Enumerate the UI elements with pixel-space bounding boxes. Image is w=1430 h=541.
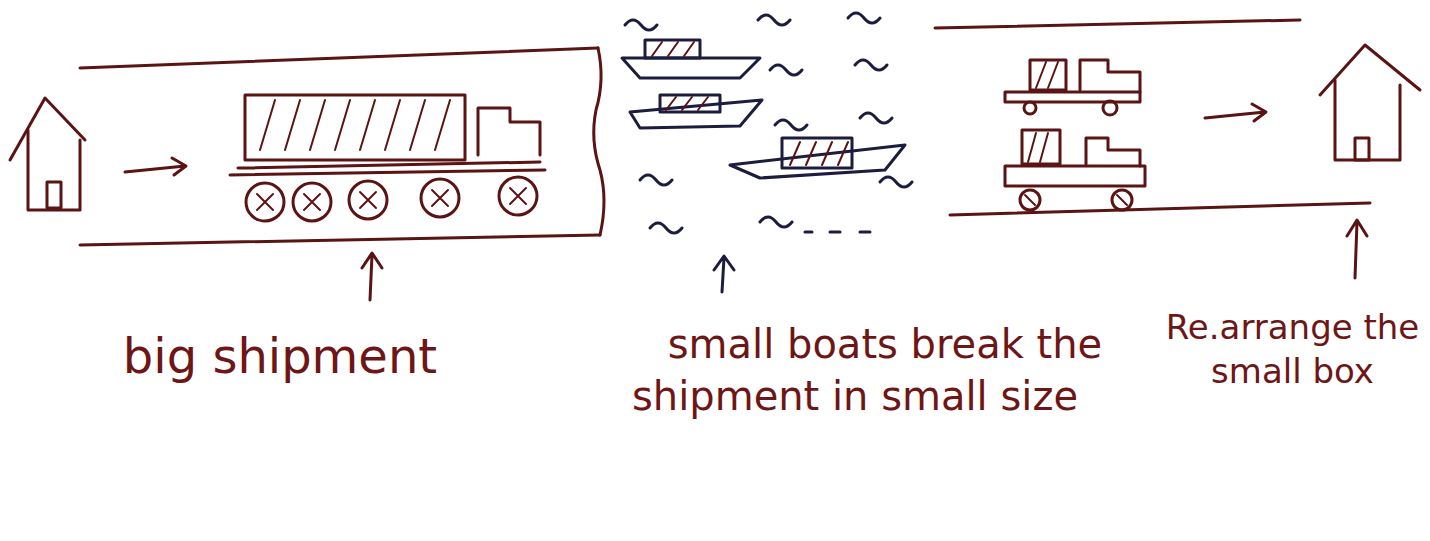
- water-wave: [855, 60, 887, 70]
- house-door: [1355, 138, 1369, 160]
- water-wave: [758, 15, 790, 25]
- road-edge: [80, 235, 600, 245]
- truck-container: [245, 95, 465, 160]
- pointer-arrow: [362, 253, 382, 300]
- water-wave: [640, 175, 672, 185]
- annotation-label: small boats break the shipment in small …: [585, 318, 1125, 422]
- water-wave: [860, 113, 892, 123]
- house-wall: [1335, 80, 1400, 160]
- road-edge: [80, 48, 598, 68]
- house-door: [47, 182, 61, 208]
- pointer-arrow: [714, 256, 734, 292]
- flow-arrow: [1205, 104, 1266, 121]
- water-wave: [805, 231, 870, 234]
- truck-wheels: [246, 177, 537, 221]
- truck-chassis: [230, 162, 545, 175]
- water-wave: [848, 13, 880, 23]
- water-wave: [625, 20, 657, 30]
- water-wave: [770, 65, 802, 75]
- water-wave: [650, 223, 682, 233]
- house-wall: [28, 130, 80, 210]
- road-end: [594, 48, 604, 235]
- annotation-label: Re.arrange the small box: [1160, 305, 1425, 393]
- small-boat: [622, 40, 760, 78]
- small-truck: [1005, 60, 1140, 115]
- water-wave: [760, 217, 792, 227]
- small-boat: [730, 138, 905, 178]
- pointer-arrow: [1347, 220, 1367, 278]
- house-roof: [10, 98, 85, 160]
- road-edge: [950, 203, 1370, 215]
- small-boat: [630, 95, 762, 128]
- road-edge: [935, 20, 1300, 28]
- flow-arrow: [125, 158, 186, 175]
- water-wave: [880, 177, 912, 187]
- annotation-label: big shipment: [50, 325, 510, 387]
- water-wave: [775, 120, 807, 130]
- truck-cab: [478, 108, 540, 155]
- small-truck: [1005, 130, 1145, 210]
- hatching: [260, 100, 450, 150]
